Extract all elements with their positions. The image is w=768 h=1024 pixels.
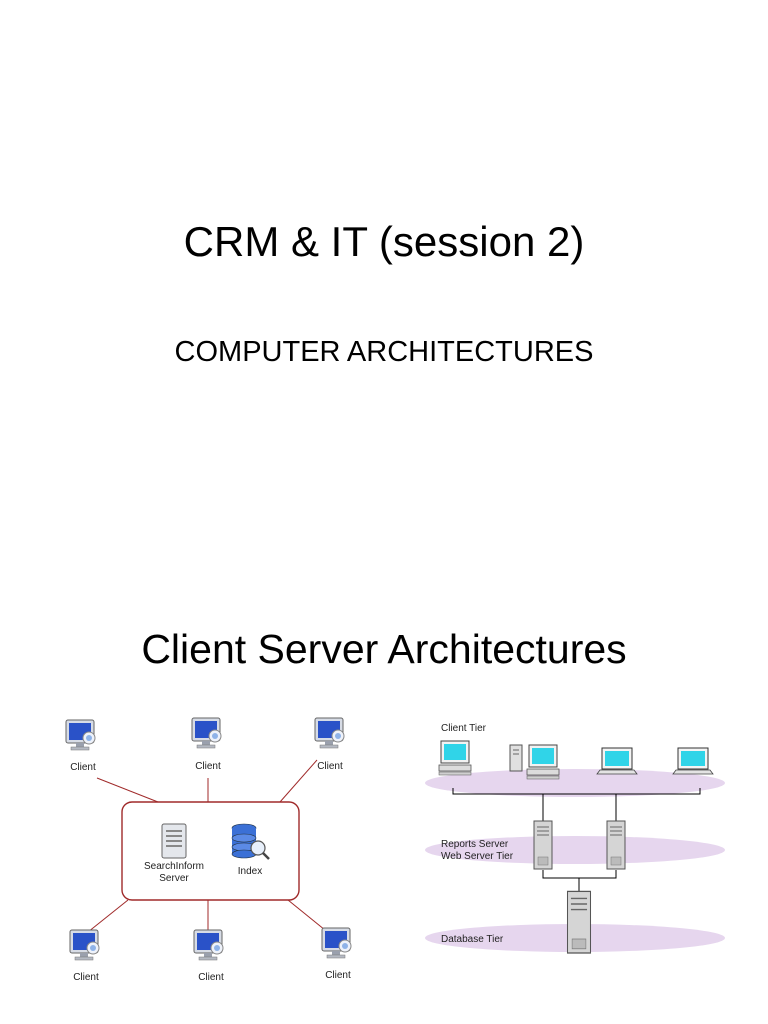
tower-pc-icon — [509, 744, 523, 772]
slide-title: CRM & IT (session 2) — [183, 218, 585, 265]
search-server-diagram: SearchInform Server Index Client Client — [65, 717, 352, 983]
reports-server-icon — [533, 820, 553, 870]
client-top-right: Client — [314, 717, 345, 772]
server-icon — [161, 823, 187, 859]
slide-title: Client Server Architectures — [141, 626, 627, 672]
desktop-computer-icon — [438, 740, 472, 776]
monitor-icon — [69, 929, 100, 961]
client-top-left: Client — [65, 719, 96, 773]
client-top-center: Client — [191, 717, 222, 772]
middle-tier-band — [425, 836, 725, 864]
client-tier-band — [425, 769, 725, 797]
client-bottom-right: Client — [321, 927, 352, 981]
client-label: Client — [73, 972, 99, 983]
client-bottom-center: Client — [193, 929, 224, 983]
database-server-icon — [566, 890, 592, 954]
database-tier-label: Database Tier — [441, 934, 504, 945]
slide-subtitle: COMPUTER ARCHITECTURES — [174, 336, 594, 368]
server-label-line2: Server — [159, 873, 189, 884]
client-label: Client — [325, 970, 351, 981]
web-server-icon — [606, 820, 626, 870]
middle-tier-label-line1: Reports Server — [441, 839, 509, 850]
desktop-computer-icon — [526, 744, 560, 780]
client-server-slide: Client Server Architectures — [0, 560, 768, 1024]
server-box — [121, 801, 300, 901]
client-tier-label: Client Tier — [441, 723, 487, 734]
monitor-icon — [191, 717, 222, 749]
client-label: Client — [317, 761, 343, 772]
database-search-icon — [231, 823, 270, 860]
server-label-line1: SearchInform — [144, 861, 204, 872]
client-label: Client — [70, 762, 96, 773]
middle-tier-label-line2: Web Server Tier — [441, 851, 514, 862]
monitor-icon — [314, 717, 345, 749]
monitor-icon — [65, 719, 96, 751]
title-slide: CRM & IT (session 2) COMPUTER ARCHITECTU… — [174, 218, 594, 368]
client-label: Client — [195, 761, 221, 772]
laptop-dark-icon — [596, 747, 638, 775]
monitor-icon — [193, 929, 224, 961]
architecture-diagrams: SearchInform Server Index Client Client — [65, 717, 725, 983]
client-bottom-left: Client — [69, 929, 100, 983]
three-tier-diagram: Client Tier Reports Server Web Server Ti… — [425, 723, 725, 954]
client-label: Client — [198, 972, 224, 983]
laptop-icon — [672, 747, 714, 775]
index-label: Index — [238, 866, 262, 877]
monitor-icon — [321, 927, 352, 959]
